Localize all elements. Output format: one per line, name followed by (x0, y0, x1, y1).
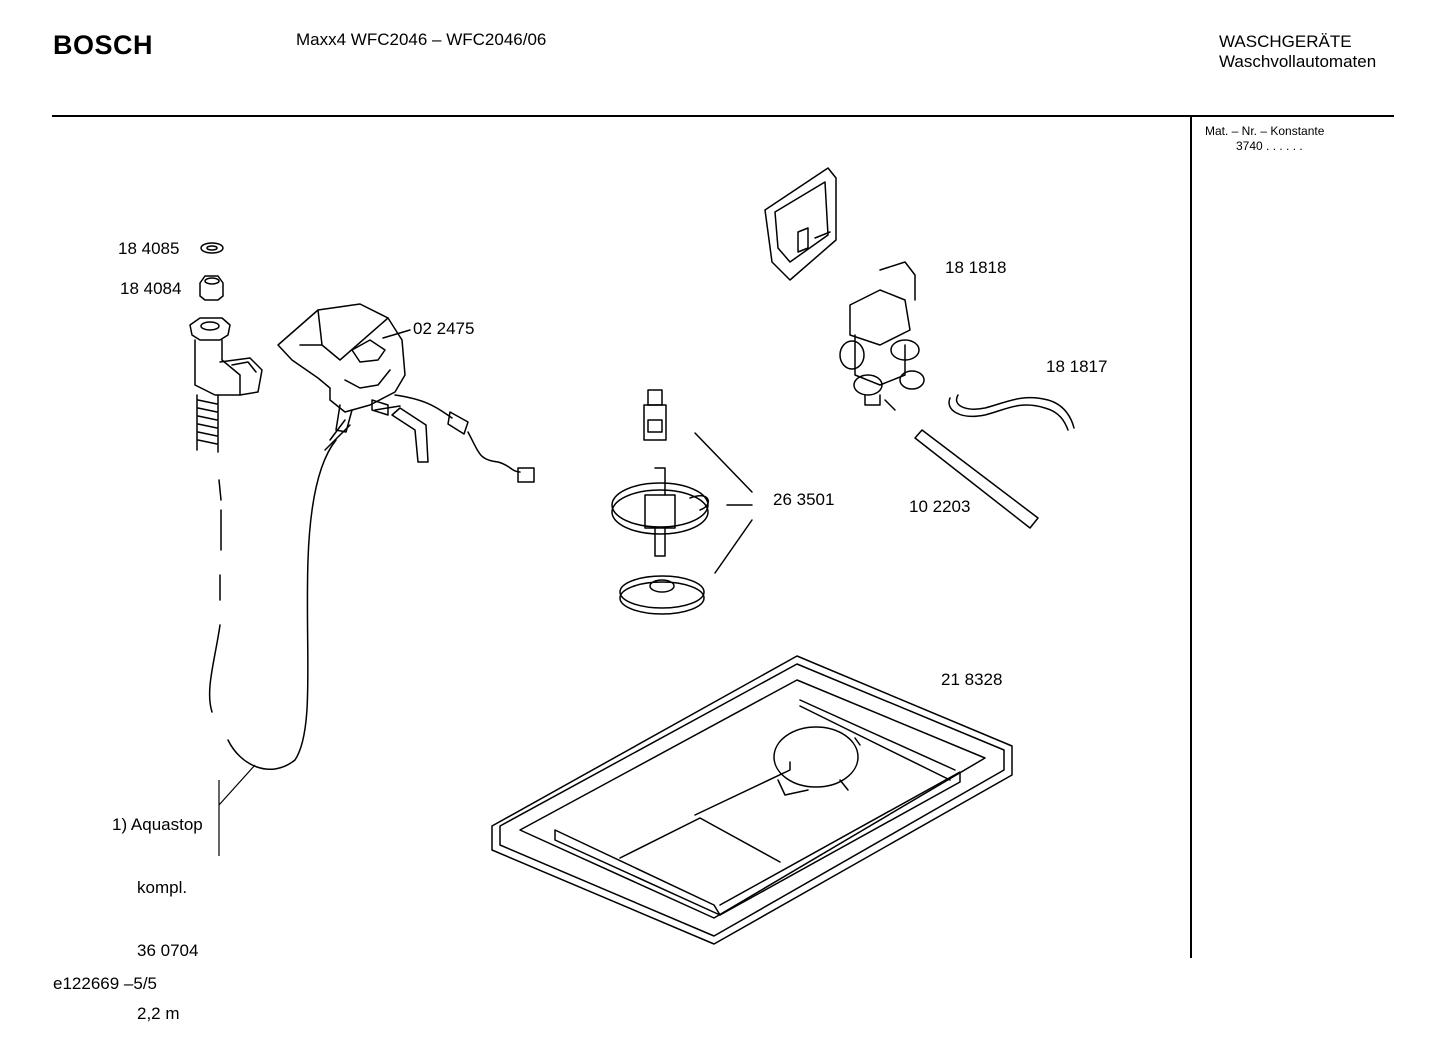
aquastop-valve (189, 317, 263, 396)
mat-number-label: Mat. – Nr. – Konstante (1205, 124, 1325, 138)
nut-part (199, 275, 224, 301)
solenoid-valve (839, 261, 925, 411)
aquastop-label: 1) Aquastop kompl. 36 0704 2,2 m (112, 772, 203, 1045)
document-id: e122669 –5/5 (53, 974, 157, 993)
part-label-022475: 02 2475 (413, 319, 475, 338)
sensor-cable (394, 394, 535, 483)
part-label-102203: 10 2203 (909, 497, 971, 516)
aquastop-line2: kompl. (137, 878, 188, 897)
part-label-181817: 18 1817 (1046, 357, 1108, 376)
parts-diagram (52, 115, 1394, 958)
brand-logo: BOSCH (53, 30, 154, 60)
aquastop-hose (196, 394, 351, 770)
base-tray (491, 655, 1013, 945)
part-label-184084: 18 4084 (120, 279, 182, 298)
curved-hose (948, 394, 1075, 431)
seal-disc (619, 575, 705, 615)
aquastop-leader (218, 764, 256, 856)
part-label-184085: 18 4085 (118, 239, 180, 258)
part-label-218328: 21 8328 (941, 670, 1003, 689)
aquastop-line1: 1) Aquastop (112, 815, 203, 834)
seal-cap-assembly (611, 467, 709, 557)
category-subtitle: Waschvollautomaten (1219, 52, 1377, 71)
straight-hose (914, 429, 1039, 529)
model-title: Maxx4 WFC2046 – WFC2046/06 (296, 30, 547, 49)
inlet-housing (277, 303, 406, 433)
aquastop-line4: 2,2 m (137, 1004, 180, 1023)
leader-022475 (382, 329, 411, 339)
washer-part (200, 242, 224, 254)
aquastop-line3: 36 0704 (137, 941, 199, 960)
valve-bracket (764, 167, 837, 281)
mat-number-value: 3740 . . . . . . (1236, 139, 1303, 153)
leaders-263501 (694, 432, 753, 574)
connector-part (643, 389, 667, 441)
part-label-181818: 18 1818 (945, 258, 1007, 277)
part-label-263501: 26 3501 (773, 490, 835, 509)
elbow-hose (391, 407, 429, 463)
category-title: WASCHGERÄTE (1219, 32, 1352, 51)
